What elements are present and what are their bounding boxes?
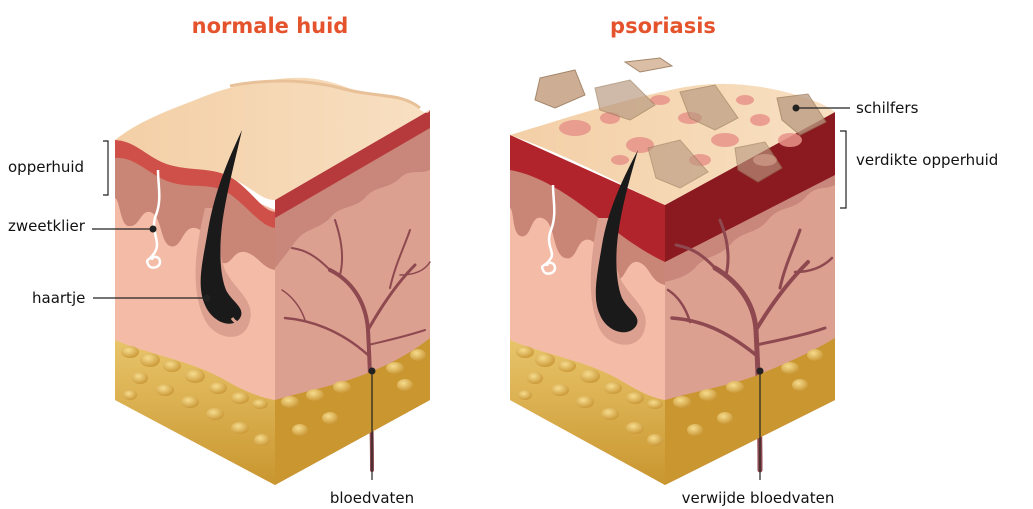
- label-thickened-epidermis: verdikte opperhuid: [856, 151, 998, 169]
- psoriasis-skin-block: [510, 58, 835, 485]
- label-dilated-vessels: verwijde bloedvaten: [682, 489, 835, 507]
- normal-skin-block: [115, 78, 430, 485]
- label-vessels: bloedvaten: [330, 489, 414, 507]
- epidermis-bracket: [103, 141, 108, 195]
- title-normal-skin: normale huid: [192, 14, 349, 38]
- title-psoriasis: psoriasis: [610, 14, 716, 38]
- label-sweat-gland: zweetklier: [8, 217, 86, 235]
- thickened-epidermis-bracket: [840, 131, 846, 208]
- label-hair: haartje: [32, 289, 85, 307]
- label-scales: schilfers: [856, 99, 919, 117]
- label-epidermis: opperhuid: [8, 158, 84, 176]
- sweat-gland-dot: [150, 226, 157, 233]
- hair-dot: [204, 295, 211, 302]
